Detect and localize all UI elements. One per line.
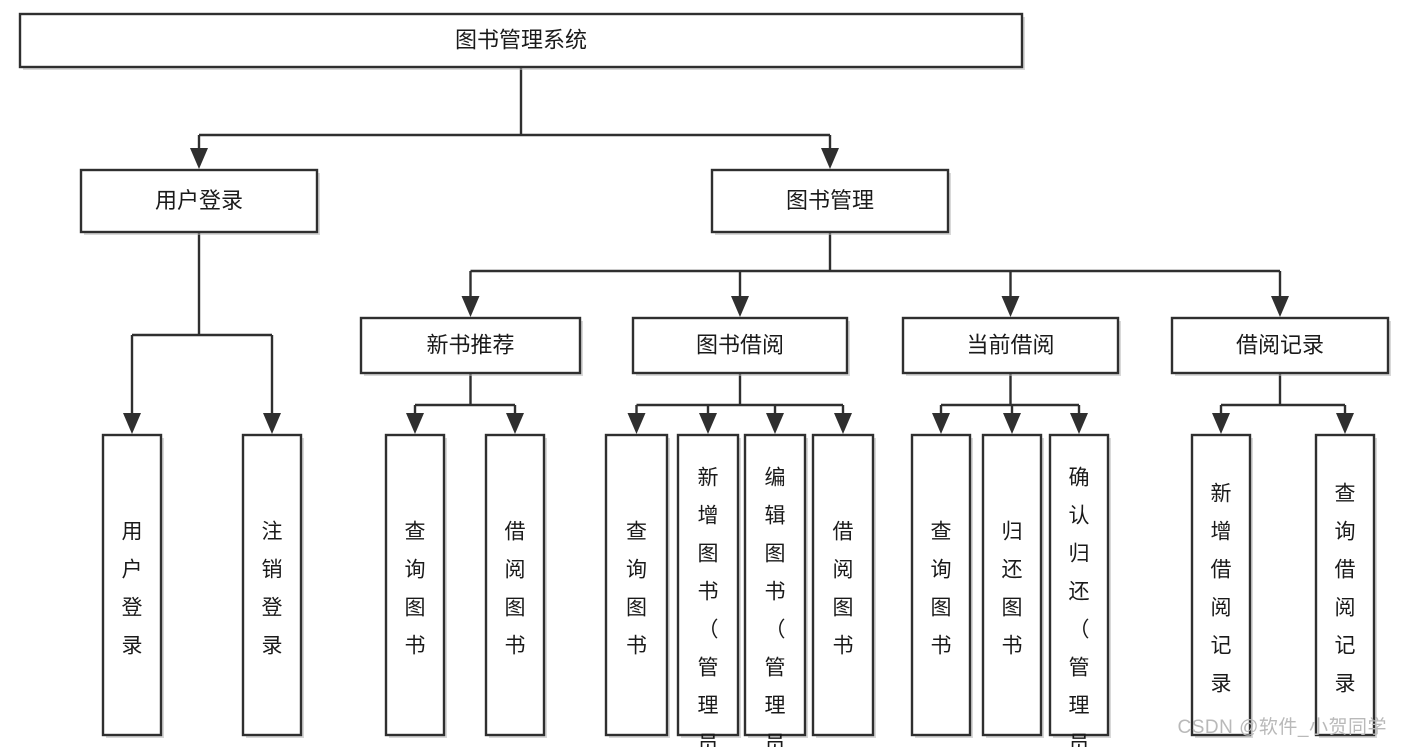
node-label: 注销登录 <box>262 521 283 658</box>
arrow-head-icon <box>1070 413 1088 434</box>
node-box[interactable] <box>359 316 582 375</box>
arrow-head-icon <box>834 413 852 434</box>
arrow-head-icon <box>1003 413 1021 434</box>
node-leaf-add-book-admin[interactable]: 新增图书（管理员） <box>676 433 741 747</box>
node-label: 用户登录 <box>155 188 243 213</box>
node-borrow-record[interactable]: 借阅记录 <box>1170 316 1391 376</box>
edges-layer <box>123 67 1354 434</box>
edge-group-user-login <box>123 232 281 434</box>
node-label: 借阅记录 <box>1236 332 1324 357</box>
node-leaf-logout-login[interactable]: 注销登录 <box>241 433 304 738</box>
arrow-head-icon <box>699 413 717 434</box>
node-new-book-recommend[interactable]: 新书推荐 <box>359 316 583 376</box>
edge-group-new-book-recommend <box>406 373 524 434</box>
arrow-head-icon <box>406 413 424 434</box>
arrow-head-icon <box>506 413 524 434</box>
node-leaf-query-borrow-record[interactable]: 查询借阅记录 <box>1314 433 1377 738</box>
node-leaf-borrow-book-rec[interactable]: 借阅图书 <box>484 433 547 738</box>
edge-group-current-borrow <box>932 373 1088 434</box>
arrow-head-icon <box>1212 413 1230 434</box>
node-box[interactable] <box>1190 433 1252 737</box>
node-box[interactable] <box>1048 433 1110 737</box>
node-box[interactable] <box>604 433 669 737</box>
arrow-head-icon <box>263 413 281 434</box>
node-label: 借阅图书 <box>505 521 526 658</box>
node-book-manage[interactable]: 图书管理 <box>710 168 951 235</box>
nodes-layer: 图书管理系统用户登录图书管理新书推荐图书借阅当前借阅借阅记录用户登录注销登录查询… <box>18 12 1391 747</box>
arrow-head-icon <box>190 148 208 169</box>
node-label: 用户登录 <box>122 521 143 658</box>
node-label: 归还图书 <box>1002 521 1023 658</box>
node-label: 图书管理 <box>786 188 874 213</box>
edge-group-book-borrow <box>627 373 852 434</box>
node-label: 确认归还（管理员） <box>1069 466 1090 747</box>
arrow-head-icon <box>821 148 839 169</box>
node-root[interactable]: 图书管理系统 <box>18 12 1025 70</box>
node-box[interactable] <box>743 433 807 737</box>
node-label: 编辑图书（管理员） <box>765 466 786 747</box>
node-user-login[interactable]: 用户登录 <box>79 168 320 235</box>
node-current-borrow[interactable]: 当前借阅 <box>901 316 1121 376</box>
edge-group-borrow-record <box>1212 373 1354 434</box>
node-leaf-query-book-bb[interactable]: 查询图书 <box>604 433 670 738</box>
node-label: 查询图书 <box>405 521 426 658</box>
arrow-head-icon <box>731 296 749 317</box>
node-box[interactable] <box>241 433 303 737</box>
node-box[interactable] <box>18 12 1024 69</box>
node-box[interactable] <box>811 433 875 737</box>
node-label: 新增借阅记录 <box>1211 483 1232 696</box>
node-box[interactable] <box>384 433 446 737</box>
node-leaf-borrow-book-bb[interactable]: 借阅图书 <box>811 433 876 738</box>
arrow-head-icon <box>1271 296 1289 317</box>
node-leaf-query-book-rec[interactable]: 查询图书 <box>384 433 447 738</box>
node-box[interactable] <box>79 168 319 234</box>
arrow-head-icon <box>627 413 646 434</box>
edge-group-root <box>190 67 839 169</box>
arrow-head-icon <box>766 413 784 434</box>
node-label: 图书管理系统 <box>455 27 587 52</box>
node-label: 图书借阅 <box>696 332 784 357</box>
node-label: 查询图书 <box>931 521 952 658</box>
node-box[interactable] <box>631 316 849 375</box>
node-leaf-confirm-return-admin[interactable]: 确认归还（管理员） <box>1048 433 1111 747</box>
node-label: 新增图书（管理员） <box>698 466 719 747</box>
node-leaf-add-borrow-record[interactable]: 新增借阅记录 <box>1190 433 1253 738</box>
watermark-text: CSDN @软件_小贺同学 <box>1177 717 1387 738</box>
node-box[interactable] <box>910 433 972 737</box>
node-label: 新书推荐 <box>426 332 514 357</box>
node-book-borrow[interactable]: 图书借阅 <box>631 316 850 376</box>
node-box[interactable] <box>676 433 740 737</box>
node-box[interactable] <box>1314 433 1376 737</box>
node-leaf-return-book[interactable]: 归还图书 <box>981 433 1044 738</box>
node-leaf-user-login[interactable]: 用户登录 <box>101 433 164 738</box>
node-box[interactable] <box>901 316 1120 375</box>
edge-group-book-manage <box>461 232 1289 317</box>
node-label: 当前借阅 <box>966 332 1054 357</box>
node-label: 查询借阅记录 <box>1335 483 1356 696</box>
node-label: 借阅图书 <box>833 521 854 658</box>
node-box[interactable] <box>101 433 163 737</box>
node-leaf-edit-book-admin[interactable]: 编辑图书（管理员） <box>743 433 808 747</box>
node-box[interactable] <box>1170 316 1390 375</box>
node-leaf-query-book-cb[interactable]: 查询图书 <box>910 433 973 738</box>
arrow-head-icon <box>461 296 480 317</box>
node-box[interactable] <box>484 433 546 737</box>
arrow-head-icon <box>123 413 141 434</box>
node-label: 查询图书 <box>626 521 647 658</box>
arrow-head-icon <box>1001 296 1020 317</box>
node-box[interactable] <box>710 168 950 234</box>
arrow-head-icon <box>932 413 950 434</box>
node-box[interactable] <box>981 433 1043 737</box>
arrow-head-icon <box>1336 413 1354 434</box>
